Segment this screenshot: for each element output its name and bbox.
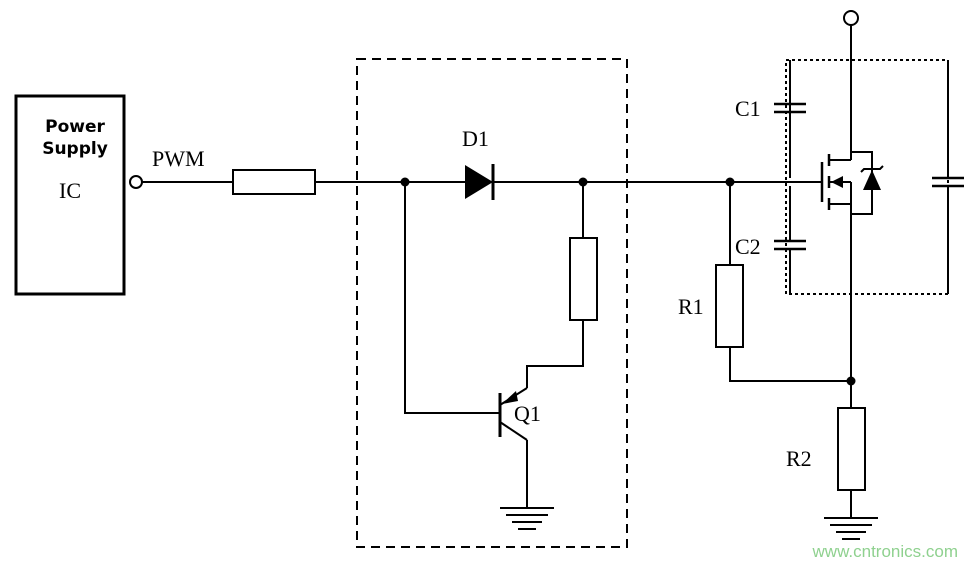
- watermark: www.cntronics.com: [812, 542, 958, 561]
- pwm-output-pin: [129, 175, 143, 189]
- ic-name: IC: [59, 178, 81, 203]
- q1-collector-leg: [499, 421, 528, 441]
- mosfet: [820, 151, 884, 381]
- pwm-label: PWM: [152, 146, 205, 171]
- mosfet-dotted-box: [785, 59, 949, 295]
- d1-label: D1: [462, 126, 489, 151]
- resistor-r2: R2: [786, 381, 866, 518]
- ic-box: [14, 94, 126, 296]
- resistor-r1: R1: [678, 182, 851, 382]
- diode-triangle: [465, 165, 493, 199]
- capacitor-c2: C2: [735, 186, 806, 294]
- r2-label: R2: [786, 446, 812, 471]
- ic-title-line1: Power: [45, 117, 105, 137]
- r2-body: [837, 407, 866, 491]
- c1-label: C1: [735, 96, 761, 121]
- gate-resistor: [232, 169, 316, 195]
- capacitor-right: [932, 60, 964, 294]
- diode-d1: D1: [462, 126, 495, 200]
- driver-resistor: [569, 237, 598, 321]
- mosfet-body-arrow: [831, 176, 843, 188]
- driver-dashed-box: [356, 58, 628, 548]
- q1-label: Q1: [514, 401, 541, 426]
- ground-symbol-q1: [500, 507, 554, 530]
- capacitor-c1: C1: [735, 60, 806, 178]
- transistor-q1: Q1: [498, 387, 541, 508]
- power-supply-ic: Power Supply IC: [14, 94, 143, 296]
- body-diode-triangle: [863, 170, 881, 190]
- ground-symbol-r2: [824, 517, 878, 540]
- r1-body: [715, 264, 744, 348]
- c2-label: C2: [735, 234, 761, 259]
- q1-emitter-wire: [526, 320, 584, 388]
- r1-label: R1: [678, 294, 704, 319]
- ic-title-line2: Supply: [42, 139, 108, 159]
- q1-emitter-arrow: [502, 391, 518, 404]
- pwm-signal-line: [142, 169, 822, 195]
- supply-terminal: [843, 10, 859, 26]
- q1-base-wire: [404, 182, 499, 414]
- body-diode-bar: [860, 165, 884, 173]
